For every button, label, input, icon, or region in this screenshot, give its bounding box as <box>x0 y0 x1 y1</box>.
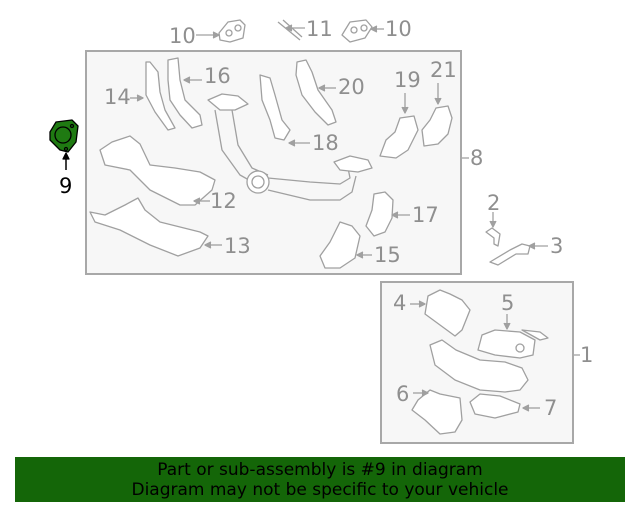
callout-19[interactable]: 19 <box>394 68 421 92</box>
part-18-heat-shield[interactable] <box>259 74 310 147</box>
callout-10-left[interactable]: 10 <box>169 24 196 48</box>
callout-20[interactable]: 20 <box>338 75 365 99</box>
part-11-stud[interactable] <box>277 19 305 41</box>
banner-disclaimer-line: Diagram may not be specific to your vehi… <box>131 480 509 500</box>
callout-10-right[interactable]: 10 <box>385 17 412 41</box>
part-10-gasket-left[interactable] <box>196 19 246 43</box>
callout-16[interactable]: 16 <box>204 64 231 88</box>
part-17-heat-shield[interactable] <box>365 191 410 237</box>
callout-14[interactable]: 14 <box>104 85 131 109</box>
part-20-heat-shield[interactable] <box>295 59 337 126</box>
part-21-heat-shield[interactable] <box>421 83 453 147</box>
callout-5[interactable]: 5 <box>501 291 515 315</box>
callout-6[interactable]: 6 <box>396 382 410 406</box>
callout-17[interactable]: 17 <box>412 203 439 227</box>
part-12-heat-shield[interactable] <box>99 135 216 206</box>
part-14-heat-shield[interactable] <box>130 61 176 131</box>
part-7-heat-shield[interactable] <box>469 393 540 419</box>
part-4-heat-shield[interactable] <box>410 289 471 337</box>
callout-8[interactable]: 8 <box>470 146 484 170</box>
callout-4[interactable]: 4 <box>393 291 407 315</box>
part-3-bracket[interactable] <box>489 242 548 266</box>
callout-15[interactable]: 15 <box>374 243 401 267</box>
callout-1[interactable]: 1 <box>580 343 594 367</box>
callout-7[interactable]: 7 <box>544 396 558 420</box>
part-10-gasket-right[interactable] <box>341 19 384 43</box>
part-13-under-cover[interactable] <box>89 197 222 257</box>
callout-9[interactable]: 9 <box>59 174 73 198</box>
exhaust-pipe[interactable] <box>207 93 373 201</box>
part-6-heat-shield[interactable] <box>411 389 463 435</box>
part-9-gasket-highlighted[interactable] <box>49 119 79 170</box>
part-5-heat-shield[interactable] <box>477 314 549 359</box>
callout-13[interactable]: 13 <box>224 234 251 258</box>
callout-11[interactable]: 11 <box>306 17 333 41</box>
callout-3[interactable]: 3 <box>550 234 564 258</box>
part-19-heat-shield[interactable] <box>379 93 419 159</box>
callout-12[interactable]: 12 <box>210 189 237 213</box>
info-banner: Part or sub-assembly is #9 in diagram Di… <box>15 457 625 502</box>
callout-21[interactable]: 21 <box>430 58 457 82</box>
catalytic-converter[interactable] <box>429 339 529 393</box>
part-16-heat-shield[interactable] <box>167 57 203 129</box>
banner-part-line: Part or sub-assembly is #9 in diagram <box>157 460 483 480</box>
callout-2[interactable]: 2 <box>487 191 501 215</box>
part-2-bracket[interactable] <box>485 212 501 247</box>
part-15-heat-shield[interactable] <box>319 221 372 269</box>
callout-18[interactable]: 18 <box>312 131 339 155</box>
